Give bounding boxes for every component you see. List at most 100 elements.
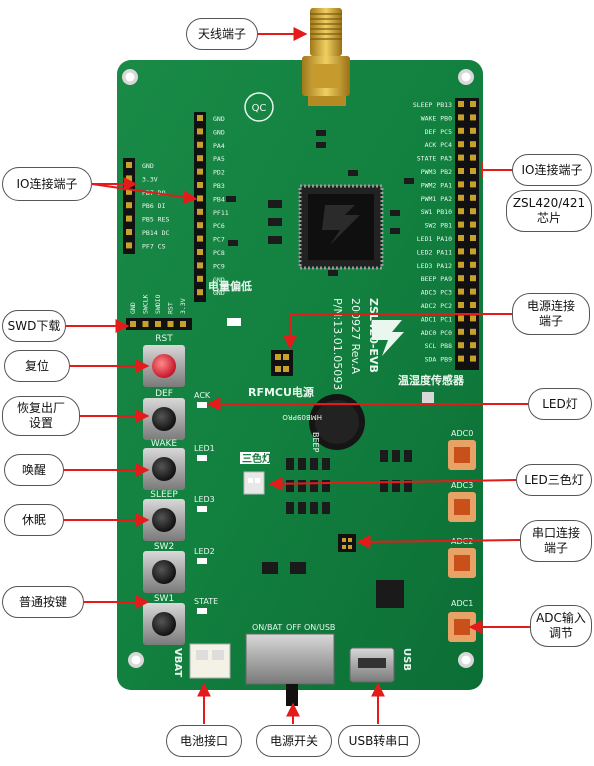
callout-uart-conn: 串口连接 端子 xyxy=(520,520,592,562)
header-pin xyxy=(458,355,464,362)
callout-normal-key: 普通按键 xyxy=(2,586,84,618)
pin-label: GND xyxy=(142,162,154,170)
svg-text:ON/USB: ON/USB xyxy=(304,623,335,632)
pin-label: GND xyxy=(213,276,225,284)
rfmcu-power-label: RFMCU电源 xyxy=(248,385,314,399)
header-pin xyxy=(126,215,132,222)
pin-label: PB6 DI xyxy=(142,202,166,210)
pin-label: WAKE PB0 xyxy=(421,114,452,122)
usb-connector: USB xyxy=(349,647,412,683)
header-pin xyxy=(197,195,203,202)
svg-text:ADC3: ADC3 xyxy=(451,481,473,490)
header-pin xyxy=(458,315,464,322)
pin-label: PB14 DC xyxy=(142,229,169,237)
header-pin xyxy=(197,249,203,255)
pin-label: PD2 xyxy=(213,169,225,177)
pin-label: 3.3V xyxy=(142,175,158,183)
resistor-array xyxy=(286,450,412,514)
header-pin xyxy=(126,229,132,235)
header-pin xyxy=(470,114,476,121)
header-pin xyxy=(126,188,132,195)
power-header xyxy=(271,350,293,376)
smd-components xyxy=(226,130,414,276)
pin-label: PF11 xyxy=(213,209,229,217)
pin-label: PC8 xyxy=(213,249,225,257)
pin-label: PB5 RES xyxy=(142,216,169,224)
callout-usb-serial: USB转串口 xyxy=(338,725,420,757)
rgb-led: 三色灯 xyxy=(240,452,272,495)
board-rev: 200927 Rev.A xyxy=(349,298,362,375)
pin-label: PC9 xyxy=(213,262,225,270)
header-pin xyxy=(470,235,476,241)
callout-power-switch: 电源开关 xyxy=(256,725,332,757)
header-pin xyxy=(470,154,476,161)
mounting-holes xyxy=(122,69,474,668)
pin-label: DEF PC5 xyxy=(425,128,452,136)
pin-label: 3.3V xyxy=(179,298,187,314)
pin-label: SWDIO xyxy=(154,294,162,314)
pin-label: PF7 CS xyxy=(142,242,166,250)
svg-text:WAKE: WAKE xyxy=(151,439,177,449)
header-pin xyxy=(180,321,186,327)
header-pin xyxy=(197,141,203,148)
io-header-mid: GNDGNDPA4PA5PD2PB3PB4PF11PC6PC7PC8PC9GND… xyxy=(194,112,229,302)
board-pn: P/N:13.01.05093 xyxy=(331,298,344,390)
header-pin xyxy=(458,302,464,308)
svg-text:LED3: LED3 xyxy=(194,495,215,504)
header-pin xyxy=(470,355,476,362)
header-pin xyxy=(197,262,203,269)
pin-label: PWM2 PA1 xyxy=(421,181,452,189)
svg-text:HMB09PRO: HMB09PRO xyxy=(282,413,322,421)
header-pin xyxy=(458,194,464,201)
header-pin xyxy=(458,101,464,107)
pin-label: LED2 PA11 xyxy=(417,248,452,256)
pin-label: SW2 PB1 xyxy=(425,222,452,230)
uart-header xyxy=(338,534,356,552)
header-pin xyxy=(197,222,203,229)
header-pin xyxy=(197,115,203,121)
pin-label: RST xyxy=(167,302,175,314)
battery-connector: VBAT xyxy=(172,643,231,679)
header-pin xyxy=(197,168,203,175)
callout-antenna: 天线端子 xyxy=(186,18,258,50)
sensor-label: 温湿度传感器 xyxy=(398,373,465,387)
pin-label: BEEP PA9 xyxy=(421,275,452,283)
pin-label: SLEEP PB13 xyxy=(413,101,452,109)
svg-text:SLEEP: SLEEP xyxy=(150,490,178,500)
pin-label: SW1 PB10 xyxy=(421,208,452,216)
header-pin xyxy=(197,289,203,296)
usb-bridge-chip xyxy=(376,580,404,608)
header-pin xyxy=(458,342,464,349)
pin-label: GND xyxy=(213,289,225,297)
header-pin xyxy=(458,288,464,295)
qc-mark: QC xyxy=(252,103,267,114)
header-pin xyxy=(470,141,476,148)
header-pin xyxy=(458,168,464,174)
reset-button: RST xyxy=(143,334,185,387)
pin-label: PB3 xyxy=(213,182,225,190)
header-pin xyxy=(470,275,476,282)
low-battery-label: 电量偏低 xyxy=(208,279,252,293)
header-pin xyxy=(458,235,464,241)
header-pin xyxy=(470,127,476,134)
pin-label: PWM3 PB2 xyxy=(421,168,452,176)
header-pin xyxy=(470,342,476,349)
pin-label: GND xyxy=(213,115,225,123)
callout-sleep: 休眠 xyxy=(4,504,64,536)
header-pin xyxy=(142,321,149,327)
svg-text:OFF: OFF xyxy=(286,623,302,632)
pin-label: PC7 xyxy=(213,236,225,244)
pcb-board xyxy=(117,60,483,690)
header-pin xyxy=(470,181,476,188)
svg-text:ADC1: ADC1 xyxy=(451,599,473,608)
pin-label: PWM1 PA2 xyxy=(421,195,452,203)
header-pin xyxy=(126,162,132,168)
header-pin xyxy=(458,114,464,121)
header-pin xyxy=(458,127,464,134)
callout-io-left: IO连接端子 xyxy=(2,167,92,201)
header-pin xyxy=(470,168,476,174)
header-pin xyxy=(197,235,203,242)
pin-label: PC6 xyxy=(213,222,225,230)
